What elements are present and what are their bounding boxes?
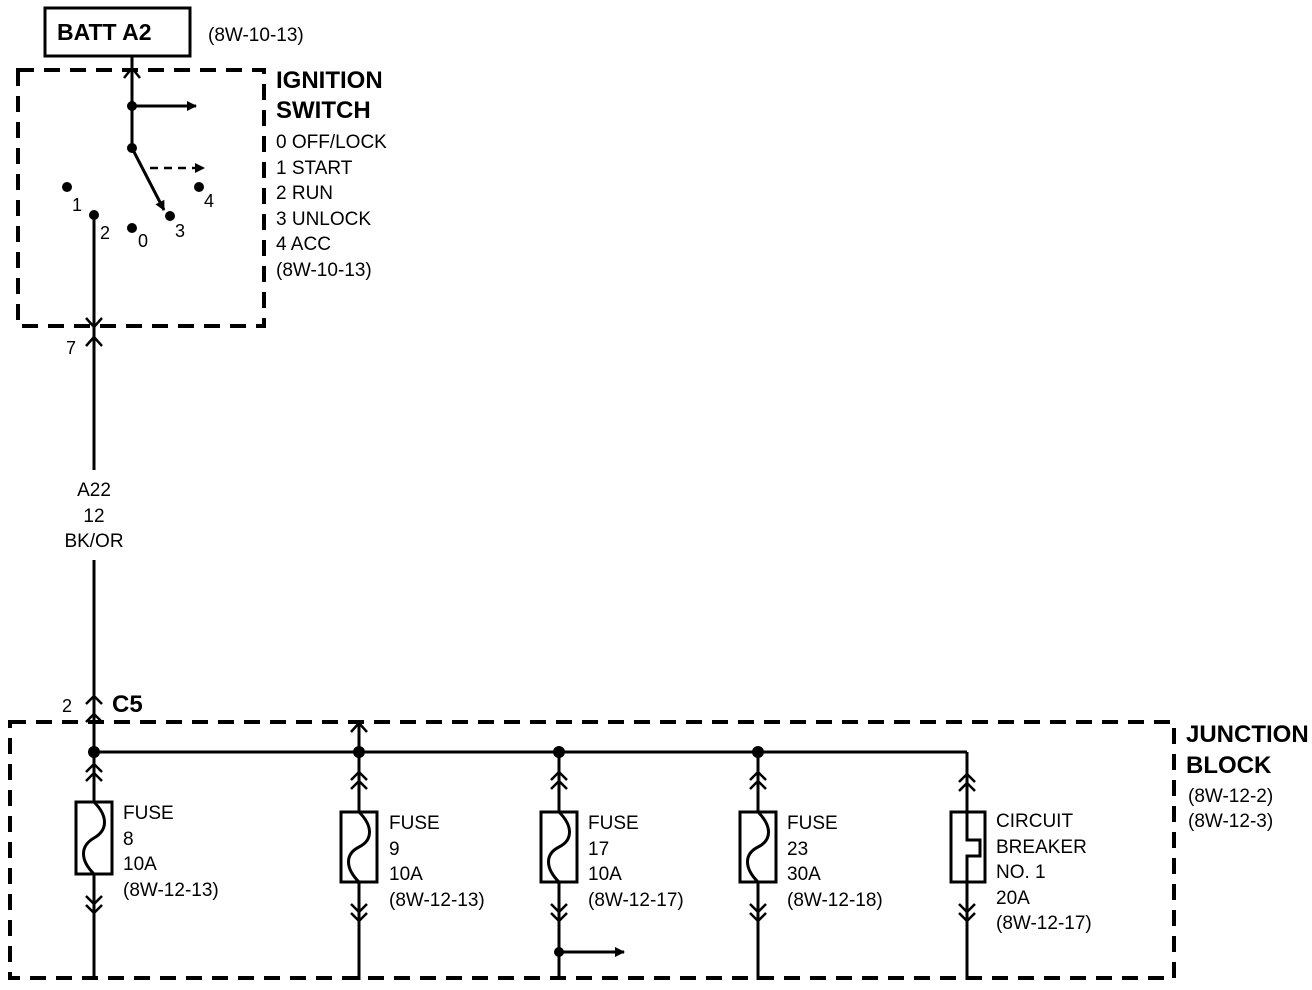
fuse-8-line-1: FUSE — [123, 803, 174, 824]
fuse-17-line-1: FUSE — [588, 813, 639, 834]
ignition-switch-title-1: IGNITION — [276, 67, 383, 94]
fuse-17-line-2: 17 — [588, 839, 609, 860]
connector-c5-pin: 2 — [62, 696, 72, 716]
fuse-23-line-2: 23 — [787, 839, 808, 860]
fuse-9-line-3: 10A — [389, 864, 423, 885]
breaker-line-5: (8W-12-17) — [996, 913, 1092, 934]
fuse-8-line-2: 8 — [123, 829, 134, 850]
ignition-position-2: 2 RUN — [276, 183, 333, 204]
battery-ref: (8W-10-13) — [208, 25, 304, 46]
fuse-8-line-3: 10A — [123, 854, 157, 875]
fuse-9-line-4: (8W-12-13) — [389, 890, 485, 911]
terminal-0: 0 — [138, 231, 148, 251]
junction-block-ref-1: (8W-12-2) — [1188, 786, 1273, 807]
fuse-17-line-3: 10A — [588, 864, 622, 885]
terminal-4: 4 — [204, 191, 214, 211]
junction-block-title-2: BLOCK — [1186, 752, 1272, 779]
ignition-position-4: 4 ACC — [276, 234, 331, 255]
breaker-line-3: NO. 1 — [996, 862, 1046, 883]
fuse-23-line-1: FUSE — [787, 813, 838, 834]
junction-block-box — [8, 720, 1176, 980]
ignition-position-1: 1 START — [276, 158, 353, 179]
fuse-9-line-2: 9 — [389, 839, 400, 860]
wire-gauge: 12 — [83, 506, 104, 527]
ignition-position-3: 3 UNLOCK — [276, 209, 371, 230]
connector-c5-name: C5 — [112, 691, 143, 718]
breaker-line-4: 20A — [996, 888, 1030, 909]
wire-circuit: A22 — [77, 480, 111, 501]
terminal-3: 3 — [175, 221, 185, 241]
breaker-line-1: CIRCUIT — [996, 811, 1073, 832]
junction-block-title-1: JUNCTION — [1186, 721, 1309, 748]
terminal-1: 1 — [72, 195, 82, 215]
junction-block-ref-2: (8W-12-3) — [1188, 811, 1273, 832]
battery-box — [43, 6, 192, 58]
ignition-switch-title-2: SWITCH — [276, 97, 371, 124]
ignition-switch-ref: (8W-10-13) — [276, 260, 372, 281]
fuse-9-line-1: FUSE — [389, 813, 440, 834]
fuse-23-line-3: 30A — [787, 864, 821, 885]
breaker-line-2: BREAKER — [996, 837, 1087, 858]
connector-top-pin: 7 — [66, 338, 76, 358]
ignition-switch-box — [16, 68, 266, 328]
battery-label: BATT A2 — [57, 19, 152, 45]
terminal-2: 2 — [100, 223, 110, 243]
fuse-17-line-4: (8W-12-17) — [588, 890, 684, 911]
fuse-8-line-4: (8W-12-13) — [123, 880, 219, 901]
wire-color: BK/OR — [64, 531, 123, 552]
fuse-23-line-4: (8W-12-18) — [787, 890, 883, 911]
ignition-position-0: 0 OFF/LOCK — [276, 132, 387, 153]
